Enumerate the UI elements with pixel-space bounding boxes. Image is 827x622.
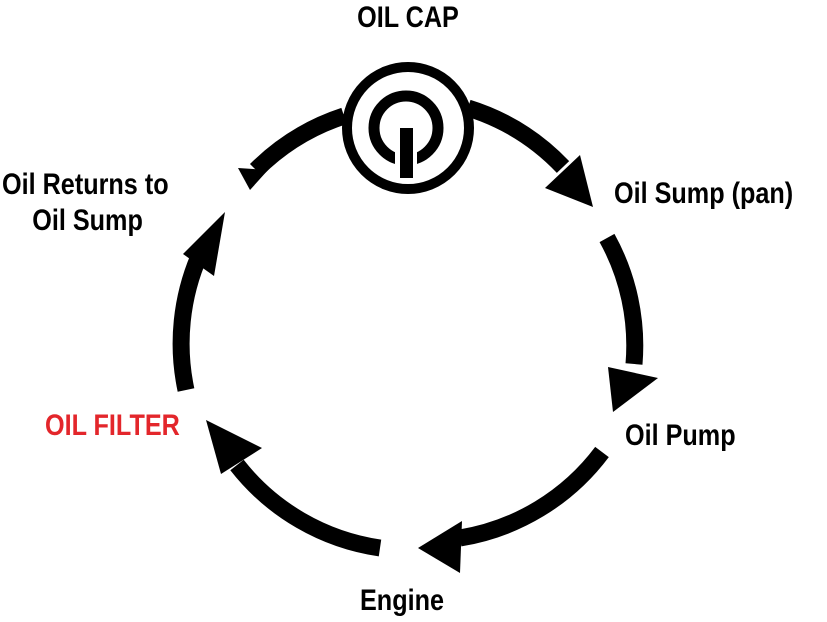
arrow-returns-to-cap [249, 107, 347, 177]
oil-sump-pan-label: Oil Sump (pan) [614, 177, 794, 210]
oil-returns-label-line2: Oil Sump [32, 204, 143, 237]
arrowhead-sump-to-pump [608, 367, 658, 412]
arrow-cap-to-sump [465, 99, 570, 173]
arrowhead-returns-to-cap [238, 168, 268, 190]
arrow-sump-to-pump [599, 233, 644, 365]
oil-returns-label-line1: Oil Returns to [2, 168, 169, 201]
arrow-engine-to-filter [230, 459, 382, 557]
arrow-filter-to-returns [172, 250, 208, 392]
oil-returns-label: Oil Returns to Oil Sump [2, 167, 169, 239]
arrowhead-filter-to-returns [183, 212, 225, 276]
engine-label: Engine [359, 584, 444, 617]
oil-filter-label: OIL FILTER [45, 409, 180, 442]
arrowhead-cap-to-sump [545, 155, 593, 207]
oil-pump-label: Oil Pump [625, 419, 736, 452]
oil-cap-icon [342, 62, 474, 194]
arrowhead-engine-to-filter [206, 420, 262, 474]
arrow-pump-to-engine [458, 446, 609, 547]
oil-cap-label: OIL CAP [357, 1, 459, 34]
arrowhead-pump-to-engine [418, 521, 462, 573]
